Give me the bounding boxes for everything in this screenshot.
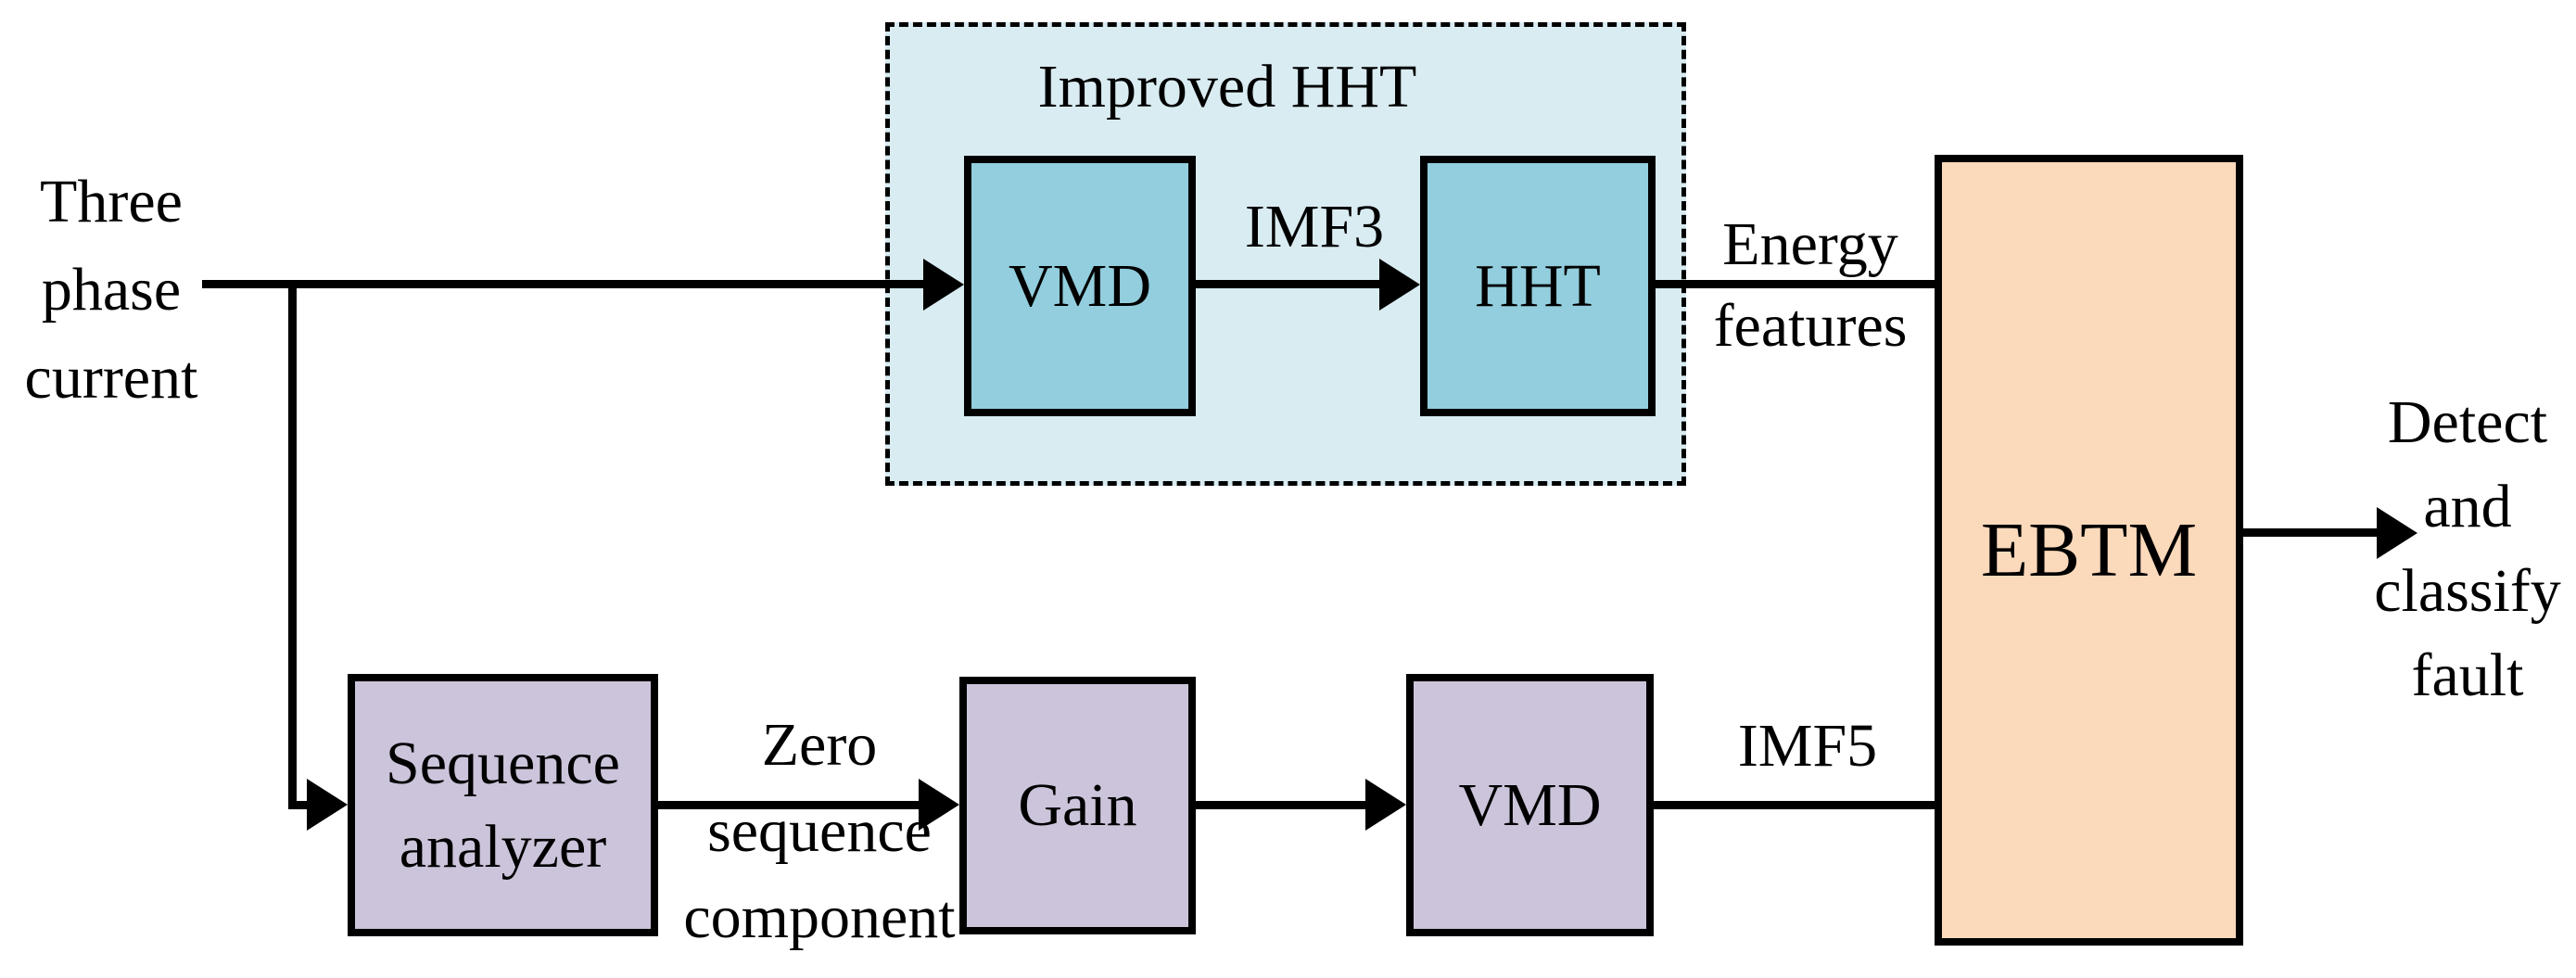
arrowhead-into-vmd-bottom <box>1365 779 1406 831</box>
gain-box-label: Gain <box>1018 771 1137 839</box>
zero-sequence-component-label: Zero sequence component <box>683 711 956 951</box>
connector-vmd-bottom-to-ebtm <box>1654 801 1935 809</box>
arrowhead-output <box>2377 507 2417 559</box>
connector-hht-to-ebtm <box>1656 280 1935 288</box>
vmd-bottom-box-label: VMD <box>1458 770 1602 839</box>
ebtm-box: EBTM <box>1935 155 2243 946</box>
arrowhead-into-sequence-analyzer <box>307 779 348 831</box>
vmd-bottom-box: VMD <box>1406 674 1654 936</box>
connector-ebtm-output <box>2243 528 2380 537</box>
sequence-analyzer-label-line2: analyzer <box>399 812 607 881</box>
hht-box-label: HHT <box>1475 251 1601 320</box>
connector-sequence-analyzer-to-gain <box>658 801 922 809</box>
connector-branch-to-sequence-analyzer <box>288 801 311 809</box>
energy-features-label: Energy features <box>1713 210 1908 360</box>
three-phase-current-label: Three phase current <box>24 168 198 412</box>
arrowhead-into-vmd-top <box>923 259 964 311</box>
arrowhead-into-gain <box>919 779 959 831</box>
sequence-analyzer-box: Sequence analyzer <box>348 674 658 936</box>
arrowhead-into-hht <box>1379 259 1420 311</box>
connector-input-to-vmd <box>202 280 927 288</box>
sequence-analyzer-label-line1: Sequence <box>386 729 620 797</box>
ebtm-box-label: EBTM <box>1980 506 2198 593</box>
vmd-top-box-label: VMD <box>1008 251 1151 320</box>
gain-box: Gain <box>959 677 1196 934</box>
improved-hht-group-title: Improved HHT <box>1037 53 1417 121</box>
connector-gain-to-vmd-bottom <box>1196 801 1369 809</box>
imf3-label: IMF3 <box>1244 193 1385 260</box>
connector-branch-vertical <box>288 280 297 808</box>
imf5-label: IMF5 <box>1737 712 1878 780</box>
hht-box: HHT <box>1420 156 1656 416</box>
detect-classify-fault-label: Detect and classify fault <box>2374 388 2561 709</box>
vmd-top-box: VMD <box>964 156 1196 416</box>
connector-vmd-to-hht <box>1196 280 1383 288</box>
